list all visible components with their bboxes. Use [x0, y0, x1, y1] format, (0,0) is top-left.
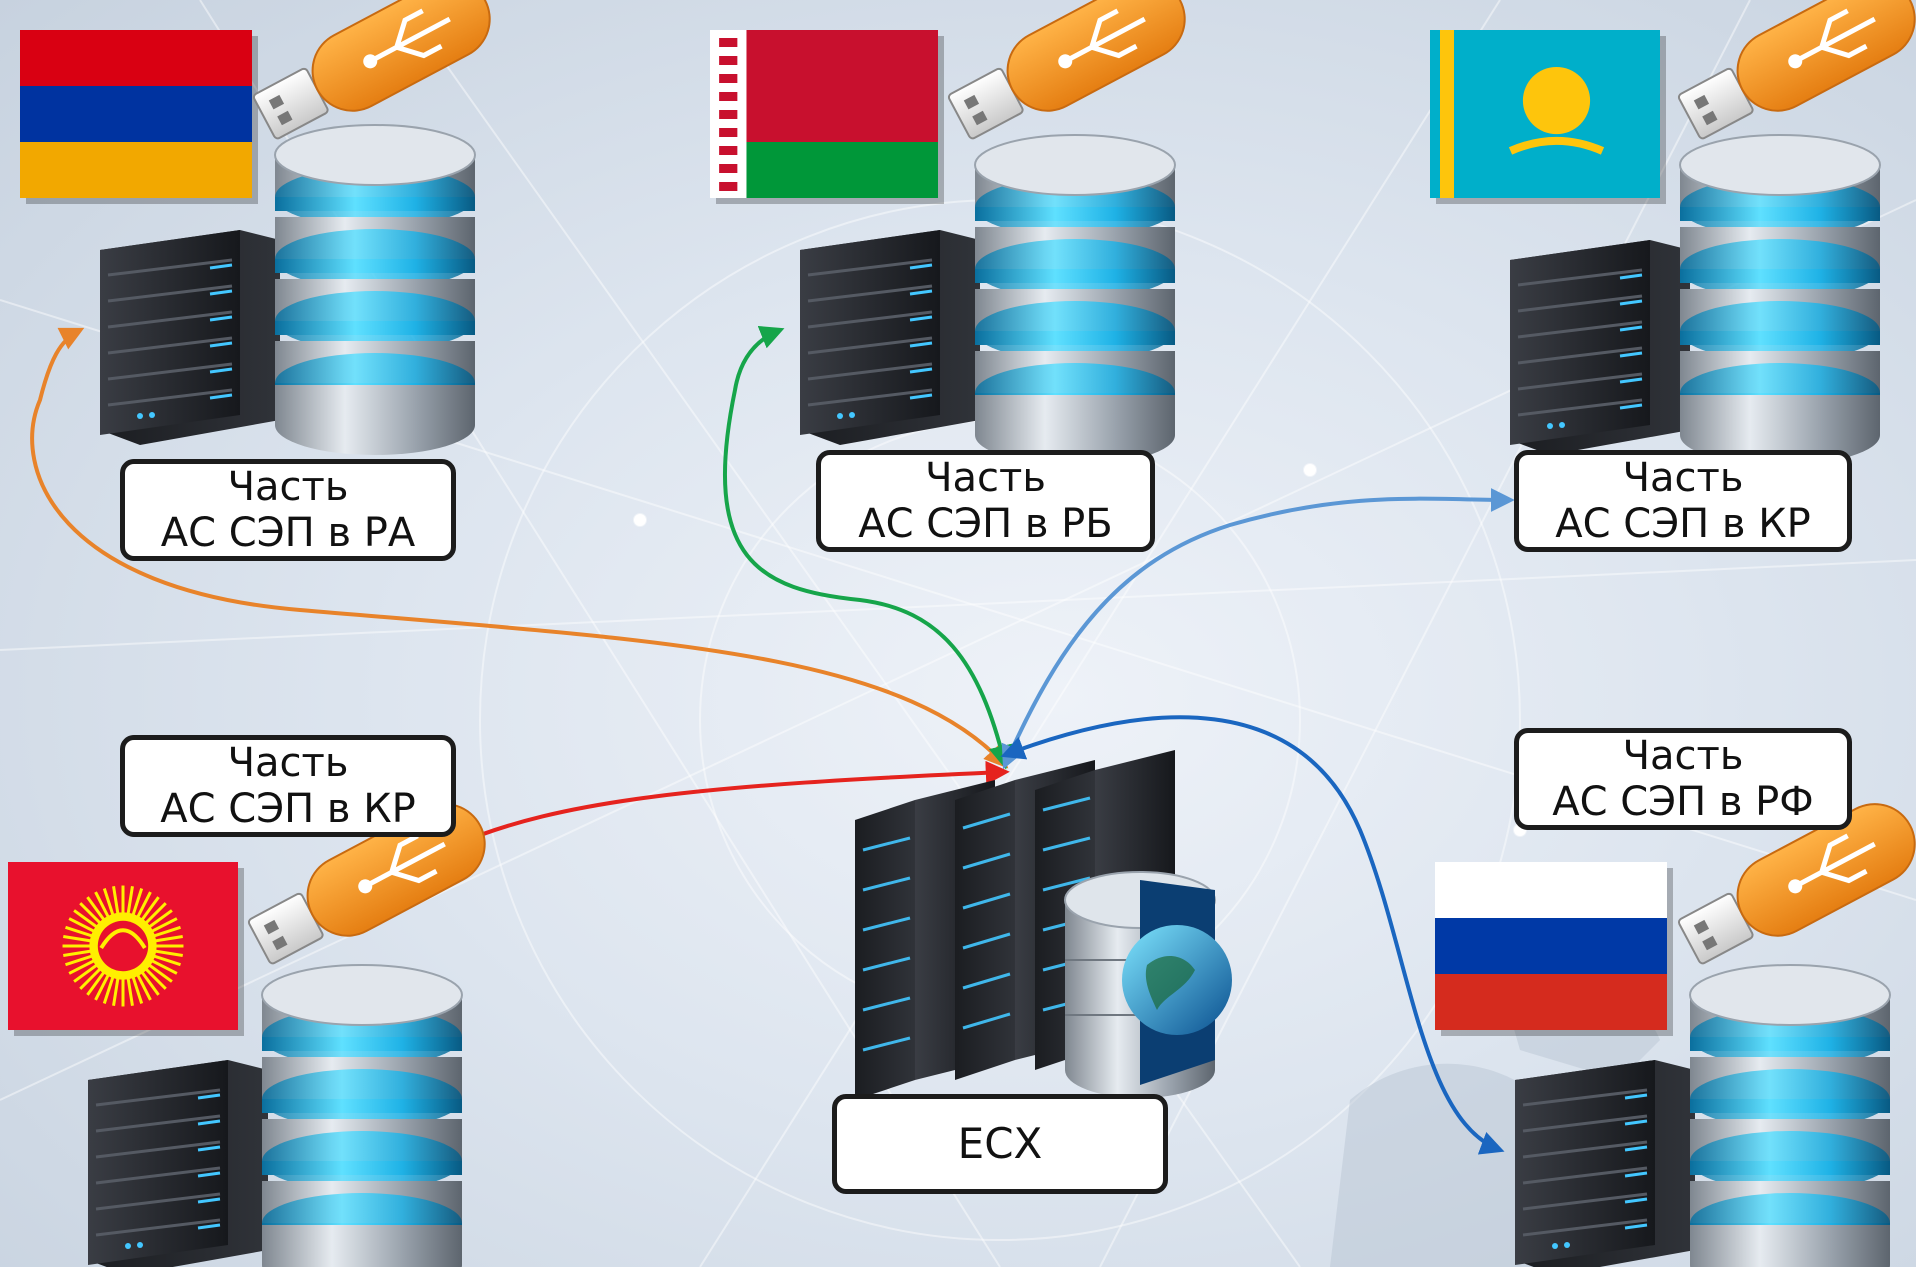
label-box-russia: Часть АС СЭП в РФ	[1514, 728, 1852, 830]
label-line1: Часть	[1622, 455, 1744, 501]
flag-russia-icon	[1435, 862, 1673, 1036]
label-line2: АС СЭП в РА	[160, 510, 416, 556]
arrow-russia-hub	[1000, 715, 1505, 1155]
usb-flash-drive-icon	[947, 0, 1186, 140]
server-tower-icon	[88, 1060, 268, 1267]
label-box-kazakhstan: Часть АС СЭП в КР	[1514, 450, 1852, 552]
label-line1: Часть	[1622, 733, 1744, 779]
label-line1: Часть	[227, 464, 349, 510]
flag-kyrgyzstan-icon	[8, 862, 244, 1036]
label-line2: АС СЭП в КР	[160, 786, 416, 832]
label-box-hub: ЕСХ	[832, 1094, 1168, 1194]
arrow-kazakhstan-hub	[1001, 487, 1515, 770]
server-tower-icon	[1515, 1060, 1695, 1267]
label-box-kyrgyzstan: Часть АС СЭП в КР	[120, 735, 456, 837]
database-icon	[261, 964, 463, 1267]
usb-flash-drive-icon	[252, 0, 491, 140]
arrow-belarus-hub	[723, 325, 1013, 770]
usb-flash-drive-icon	[1677, 803, 1916, 965]
server-tower-icon	[100, 230, 280, 445]
label-line2: АС СЭП в РФ	[1552, 779, 1814, 825]
label-line1: Часть	[227, 740, 349, 786]
database-icon	[274, 124, 476, 455]
label-line1: Часть	[925, 455, 1046, 501]
usb-flash-drive-icon	[1677, 0, 1916, 140]
hub-server-cluster	[855, 750, 1232, 1100]
database-icon	[1689, 964, 1891, 1267]
server-tower-icon	[1510, 240, 1690, 455]
database-icon	[1679, 134, 1881, 465]
flag-armenia-icon	[20, 30, 258, 204]
server-tower-icon	[800, 230, 980, 445]
label-line2: АС СЭП в РБ	[858, 501, 1113, 547]
label-box-belarus: Часть АС СЭП в РБ	[816, 450, 1155, 552]
database-icon	[974, 134, 1176, 465]
label-box-armenia: Часть АС СЭП в РА	[120, 459, 456, 561]
hub-label: ЕСХ	[957, 1119, 1043, 1168]
label-line2: АС СЭП в КР	[1555, 501, 1811, 547]
globe-database-icon	[1064, 871, 1232, 1098]
flag-belarus-icon	[710, 30, 944, 204]
arrow-kyrgyzstan-hub	[450, 760, 1010, 849]
flag-kazakhstan-icon	[1430, 30, 1666, 204]
